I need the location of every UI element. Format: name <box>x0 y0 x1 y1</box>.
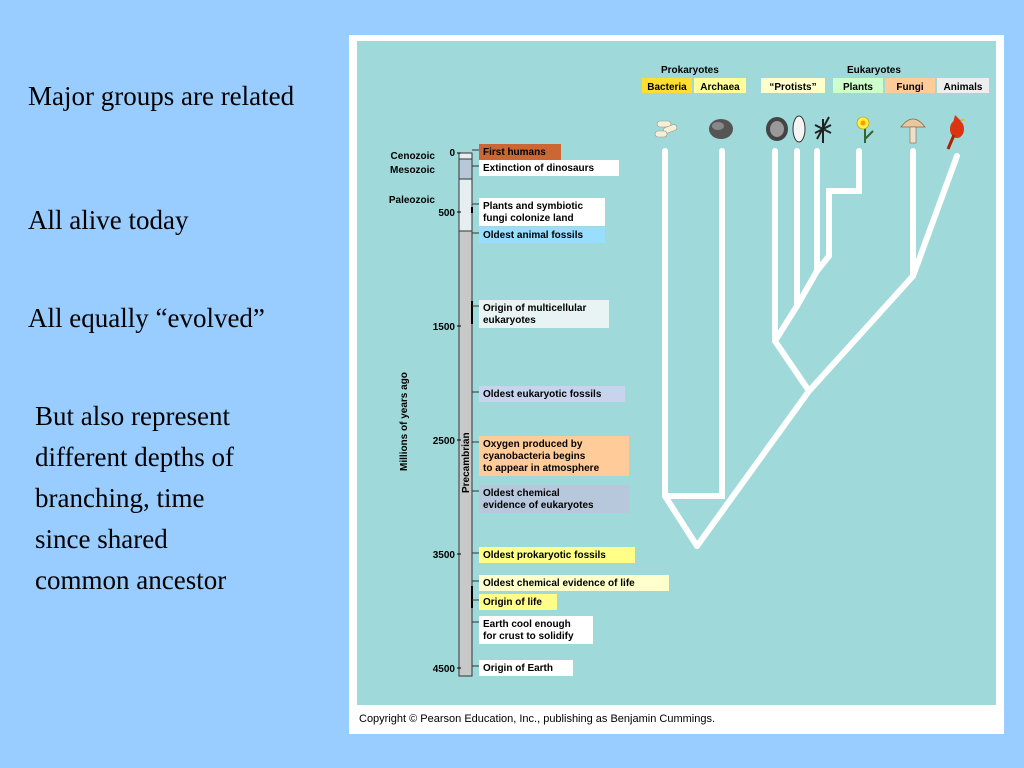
event-label: Extinction of dinosaurs <box>483 163 595 174</box>
era-paleozoic: Paleozoic <box>389 195 436 206</box>
event-label: Origin of multicellular <box>483 303 586 314</box>
branch-protists-1 <box>694 148 813 549</box>
event-label: Oldest chemical evidence of life <box>483 578 635 589</box>
era-mesozoic: Mesozoic <box>390 165 435 176</box>
paragraph-line: common ancestor <box>35 565 227 595</box>
prokaryotes-label: Prokaryotes <box>661 65 719 76</box>
event-label: Oldest eukaryotic fossils <box>483 389 602 400</box>
event-box: Oldest chemical evidence of life <box>472 575 669 591</box>
group-label-6: Animals <box>937 78 989 93</box>
protist-icon <box>814 116 832 143</box>
event-label: evidence of eukaryotes <box>483 500 594 511</box>
plant-icon <box>856 116 874 143</box>
figure-panel: 0 500 1500 2500 3500 4500 Cenozoic Mesoz… <box>357 41 996 705</box>
figure-svg: 0 500 1500 2500 3500 4500 Cenozoic Mesoz… <box>389 65 989 677</box>
branch-archaea <box>662 148 725 499</box>
event-box: Origin of Earth <box>472 660 573 676</box>
group-label-1: Bacteria <box>642 78 692 93</box>
group-name: Fungi <box>896 82 923 93</box>
event-label: Origin of Earth <box>483 663 553 674</box>
cenozoic-segment <box>458 152 473 160</box>
event-box: Extinction of dinosaurs <box>472 160 619 176</box>
event-label: Oxygen produced by <box>483 439 583 450</box>
branch-bacteria <box>662 148 700 549</box>
bullet-equally-evolved: All equally “evolved” <box>28 303 265 333</box>
event-label: cyanobacteria begins <box>483 451 586 462</box>
evolution-figure: 0 500 1500 2500 3500 4500 Cenozoic Mesoz… <box>349 35 1004 734</box>
paleozoic-segment <box>458 178 473 232</box>
event-box: Oldest prokaryotic fossils <box>472 547 635 563</box>
archaea-icon <box>709 119 733 139</box>
phylogenetic-tree <box>662 148 960 549</box>
paragraph-line: branching, time <box>35 483 205 513</box>
tick-label: 4500 <box>433 664 456 675</box>
group-label-4: Plants <box>833 78 883 93</box>
era-precambrian: Precambrian <box>461 432 472 493</box>
event-box: First humans <box>472 144 561 160</box>
group-name: Plants <box>843 82 873 93</box>
tick-label: 2500 <box>433 436 456 447</box>
group-name: “Protists” <box>769 82 816 93</box>
branch-animals <box>910 153 960 279</box>
group-label-3: “Protists” <box>761 78 825 93</box>
event-label: Plants and symbiotic <box>483 201 583 212</box>
group-labels: Bacteria Archaea “Protists” Plants Fungi Anim… <box>642 78 989 93</box>
bullet-all-alive: All alive today <box>28 205 189 235</box>
event-label: fungi colonize land <box>483 213 574 224</box>
event-label: Origin of life <box>483 597 542 608</box>
axis-label: Millions of years ago <box>399 372 410 471</box>
branch-protists-2 <box>772 148 800 344</box>
era-cenozoic: Cenozoic <box>391 151 436 162</box>
group-name: Archaea <box>700 82 740 93</box>
group-label-2: Archaea <box>694 78 746 93</box>
mushroom-icon <box>900 118 926 144</box>
event-label: Oldest animal fossils <box>483 230 583 241</box>
paragraph-line: different depths of <box>35 442 234 472</box>
group-label-5: Fungi <box>885 78 935 93</box>
group-name: Bacteria <box>647 82 687 93</box>
event-label: First humans <box>483 147 546 158</box>
event-label: Oldest prokaryotic fossils <box>483 550 606 561</box>
event-label: eukaryotes <box>483 315 536 326</box>
branch-plants <box>814 148 862 274</box>
bullet-major-groups: Major groups are related <box>28 81 295 111</box>
bird-icon <box>946 115 966 150</box>
event-label: Oldest chemical <box>483 488 560 499</box>
tick-label: 3500 <box>433 550 456 561</box>
group-name: Animals <box>944 82 983 93</box>
mesozoic-segment <box>458 158 473 180</box>
event-label: Earth cool enough <box>483 619 571 630</box>
event-box: Oldest animal fossils <box>472 227 605 243</box>
tick-label: 0 <box>449 148 455 159</box>
event-box: Oldest eukaryotic fossils <box>472 386 625 402</box>
protist-icon <box>766 117 788 141</box>
tick-label: 1500 <box>433 322 456 333</box>
bacteria-icon <box>654 120 678 138</box>
paragraph-line: since shared <box>35 524 168 554</box>
protist-icon <box>792 115 806 143</box>
timeline <box>458 152 473 677</box>
eukaryotes-label: Eukaryotes <box>847 65 901 76</box>
event-label: for crust to solidify <box>483 631 574 642</box>
copyright-notice: Copyright © Pearson Education, Inc., pub… <box>359 713 716 725</box>
event-box: Origin of life <box>472 594 557 610</box>
tick-label: 500 <box>438 208 455 219</box>
paragraph-line: But also represent <box>35 401 230 431</box>
event-label: to appear in atmosphere <box>483 463 600 474</box>
